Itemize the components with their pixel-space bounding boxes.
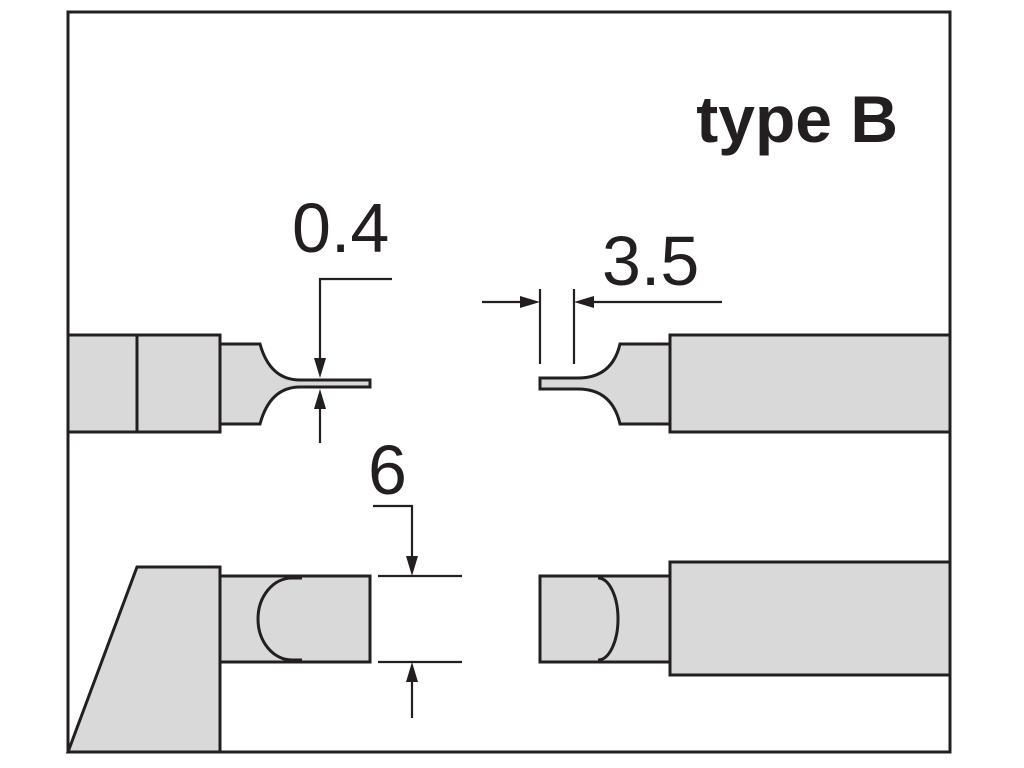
top-right-spindle [538,333,952,434]
bottom-right-spindle [538,560,952,677]
right-blade-tip [538,342,672,426]
dimension-blade-width: 3.5 [482,222,722,364]
left-blade-tip [218,342,372,426]
dimension-blade-thickness: 0.4 [292,189,392,443]
right-face-contact [597,576,620,662]
dimension-label-6: 6 [368,431,407,509]
diagram-title: type B [696,82,898,156]
bottom-left-frame [65,565,372,754]
dimension-face-width: 6 [368,431,462,718]
dimension-label-0-4: 0.4 [292,189,389,267]
left-face-contact [256,576,302,662]
top-left-anvil [66,333,372,434]
dimension-label-3-5: 3.5 [602,222,699,300]
